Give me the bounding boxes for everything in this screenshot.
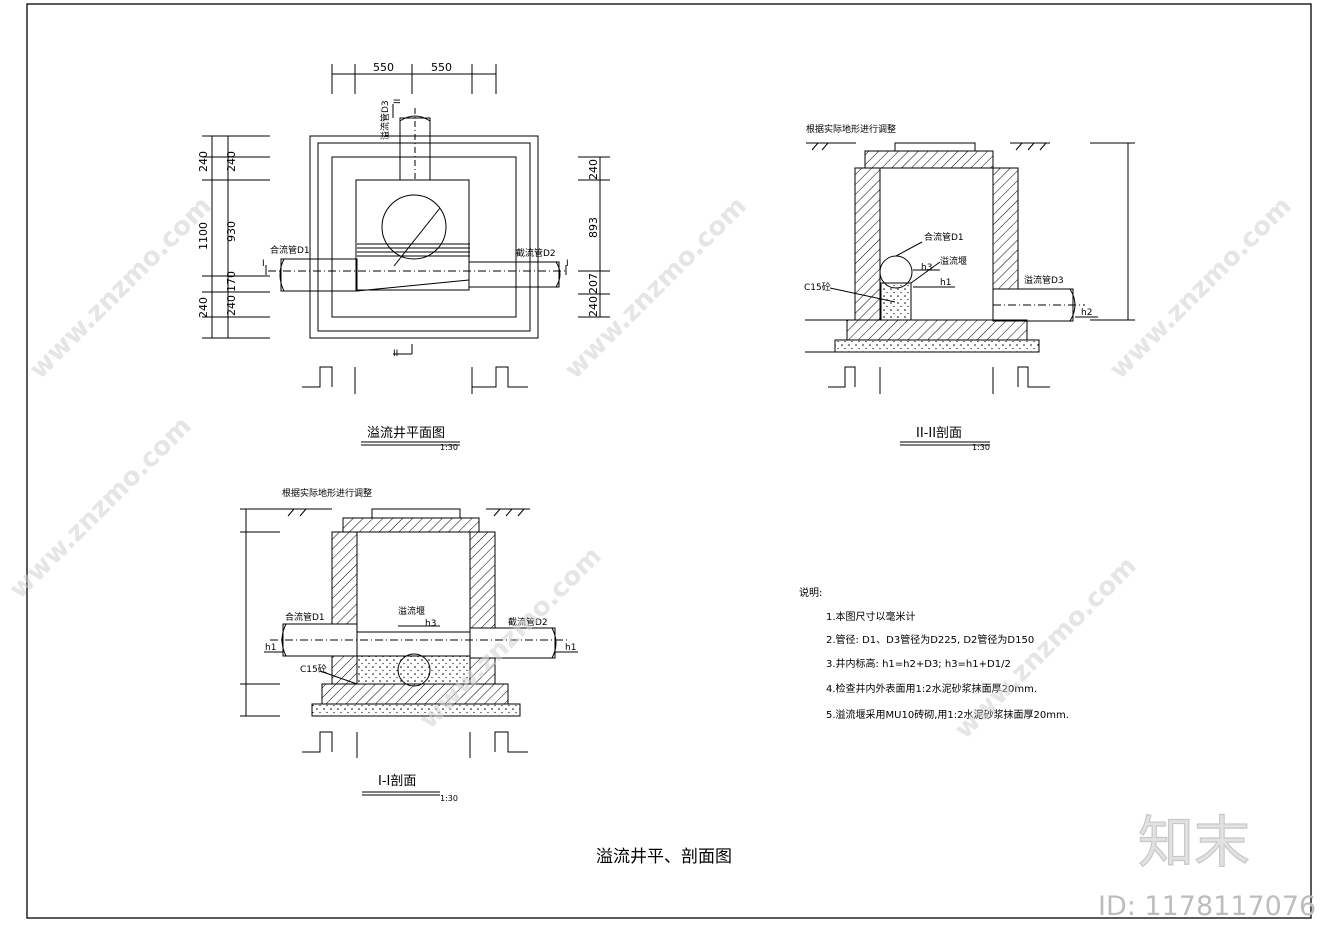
plan-pipe-up-label: 溢流管D3 [379,100,391,140]
note-item: 4.检查井内外表面用1:2水泥砂浆抹面厚20mm. [826,682,1037,695]
section-ii-labels: 根据实际地形进行调整 合流管D1 溢流堰 溢流管D3 C15砼 h1 h2 h3… [804,123,1092,452]
plan-title-underline [361,441,460,446]
plan-dim-right-1: 240 [587,159,600,180]
notes-block: 说明: 1.本图尺寸以毫米计 2.管径: D1、D3管径为D225, D2管径为… [799,586,1069,721]
section-i-title-underline [362,791,440,796]
section-i-weir-label: 溢流堰 [398,605,425,617]
plan-view-labels: 550 550 240 240 930 1100 170 240 240 240… [197,61,600,452]
plan-dim-left-7: 240 [197,297,210,318]
plan-view-scale: 1:30 [440,443,458,452]
section-i-h1-left: h1 [265,643,276,653]
plan-dim-top-1: 550 [373,61,394,74]
sheet-title: 溢流井平、剖面图 [596,847,732,867]
section-ii-drawing [805,142,1135,394]
plan-dim-right-2: 893 [587,217,600,238]
section-ii-pipe-in-label: 合流管D1 [924,231,964,243]
section-ii-h1: h1 [940,278,951,288]
note-item: 2.管径: D1、D3管径为D225, D2管径为D150 [826,633,1034,646]
section-i-labels: 根据实际地形进行调整 合流管D1 溢流堰 截流管D2 C15砼 h1 h1 h3… [265,487,576,803]
section-i-pipe-out-label: 截流管D2 [508,616,548,628]
section-i-scale: 1:30 [440,794,458,803]
plan-dim-top-2: 550 [431,61,452,74]
section-ii-title-underline [900,441,990,446]
plan-dim-left-1: 240 [197,151,210,172]
plan-dim-right-4: 240 [587,296,600,317]
section-ii-title: II-II剖面 [916,426,962,441]
section-i-title: I-I剖面 [378,774,416,789]
plan-pipe-in-label: 合流管D1 [270,244,310,256]
sheet-border [26,3,1312,919]
plan-dim-left-3: 930 [225,221,238,242]
section-ii-pipe-out-label: 溢流管D3 [1024,274,1064,286]
section-i-drawing [240,508,578,758]
watermark-site: www.znzmo.com [1104,191,1298,385]
note-item: 5.溢流堰采用MU10砖砌,用1:2水泥砂浆抹面厚20mm. [826,708,1069,721]
plan-cut-ii-top: II [393,99,403,104]
section-i-concrete-label: C15砼 [300,663,327,675]
plan-cut-i-left: I [262,259,265,269]
section-ii-scale: 1:30 [972,443,990,452]
plan-dim-left-5: 170 [225,271,238,292]
section-ii-h3: h3 [921,263,932,273]
plan-cut-i-right: I [566,259,569,269]
section-i-pipe-in-label: 合流管D1 [285,611,325,623]
plan-dim-left-2: 240 [225,151,238,172]
watermark-site: www.znzmo.com [4,411,198,605]
watermark-id: ID: 1178117076 [1098,891,1316,922]
plan-dim-left-6: 240 [225,295,238,316]
note-item: 3.井内标高: h1=h2+D3; h3=h1+D1/2 [826,657,1011,670]
section-i-ground-note: 根据实际地形进行调整 [282,487,372,499]
plan-cut-ii-bottom: II [393,349,398,359]
watermark-logo: 知末 [1138,811,1250,876]
plan-dim-left-4: 1100 [197,222,210,250]
note-item: 1.本图尺寸以毫米计 [826,610,916,623]
section-ii-concrete-label: C15砼 [804,281,831,293]
plan-view [202,64,610,394]
plan-dim-right-3: 207 [587,273,600,294]
watermark-site: www.znzmo.com [24,191,218,385]
section-ii-weir-label: 溢流堰 [940,255,967,267]
plan-pipe-out-label: 截流管D2 [516,247,556,259]
section-ii-ground-note: 根据实际地形进行调整 [806,123,896,135]
watermark-layer: www.znzmo.com www.znzmo.com www.znzmo.co… [4,191,1298,745]
plan-view-title: 溢流井平面图 [367,426,445,441]
section-ii-h2: h2 [1081,308,1092,318]
section-i-h1-right: h1 [565,643,576,653]
notes-heading: 说明: [799,586,822,599]
section-i-h3: h3 [425,619,436,629]
